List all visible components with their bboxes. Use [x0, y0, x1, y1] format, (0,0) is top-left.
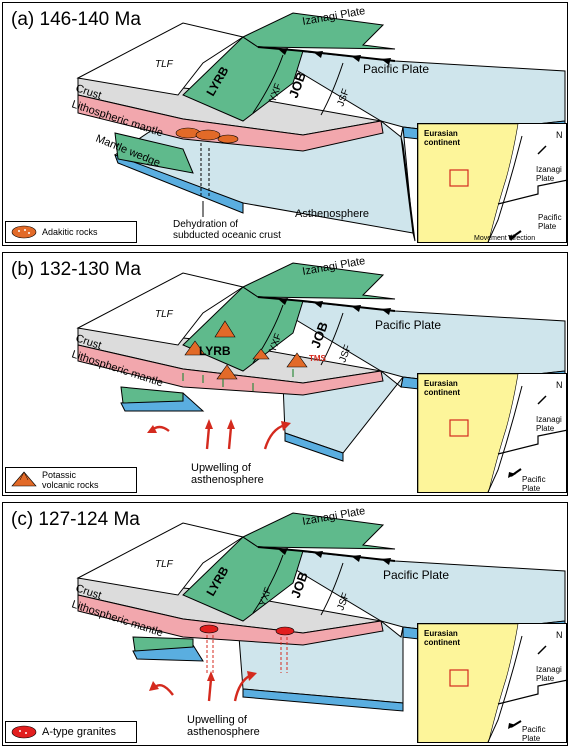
label-lyrb: LYRB — [199, 344, 231, 358]
adakitic-rocks-icon — [11, 225, 37, 239]
annotation-upwelling-c: Upwelling of asthenosphere — [187, 714, 260, 738]
label-pacific: Pacific Plate — [383, 568, 449, 582]
panel-c-title: (c) 127-124 Ma — [11, 509, 140, 530]
annotation-dehydration: Dehydration of subducted oceanic crust — [173, 219, 281, 241]
annotation-upwelling-b: Upwelling of asthenosphere — [191, 462, 264, 486]
a-type-granites-icon — [11, 725, 37, 739]
legend-c: A-type granites — [5, 721, 137, 743]
inset-c-continent-line: continent — [424, 638, 460, 647]
inset-a-izanagi-line: Plate — [536, 174, 555, 183]
legend-b: Potassic volcanic rocks — [5, 467, 137, 493]
inset-b-continent-line: continent — [424, 388, 460, 397]
annotation-upwelling-b-line: asthenosphere — [191, 474, 264, 486]
inset-a-movement: Movement direction — [474, 235, 535, 242]
inset-a-pacific-line: Plate — [538, 222, 557, 231]
legend-c-label: A-type granites — [42, 726, 116, 738]
annotation-upwelling-c-line: asthenosphere — [187, 726, 260, 738]
panel-b-title: (b) 132-130 Ma — [11, 259, 141, 280]
inset-c-izanagi-line: Plate — [536, 674, 555, 683]
inset-c-pacific-line: Plate — [522, 734, 541, 743]
annotation-dehydration-line: subducted oceanic crust — [173, 230, 281, 241]
inset-c-north: N — [556, 630, 563, 640]
label-tlf: TLF — [155, 309, 174, 320]
inset-b-north: N — [556, 380, 563, 390]
label-tlf: TLF — [155, 559, 174, 570]
panel-b: TLF LYRB YXF JOB JSF Izanagi Plate Pacif… — [2, 252, 568, 496]
potassic-volcanic-icon — [11, 471, 37, 487]
label-asthenosphere: Asthenosphere — [295, 208, 369, 220]
panel-a-diagram: TLF LYRB YXF JOB JSF Izanagi Plate Pacif… — [70, 5, 566, 242]
inset-b-izanagi-line: Plate — [536, 424, 555, 433]
panel-c: TLF LYRB YXF JOB JSF Izanagi Plate Pacif… — [2, 502, 568, 746]
label-tms: TMS — [309, 354, 327, 363]
inset-a-north: N — [556, 130, 563, 140]
label-pacific: Pacific Plate — [363, 62, 429, 76]
legend-a: Adakitic rocks — [5, 221, 137, 243]
label-pacific: Pacific Plate — [375, 318, 441, 332]
inset-b-pacific-line: Plate — [522, 484, 541, 493]
panel-a-title: (a) 146-140 Ma — [11, 9, 141, 30]
legend-a-label: Adakitic rocks — [42, 227, 98, 237]
legend-b-label: Potassic volcanic rocks — [42, 470, 99, 490]
label-tlf: TLF — [155, 59, 174, 70]
panel-a: TLF LYRB YXF JOB JSF Izanagi Plate Pacif… — [2, 2, 568, 246]
inset-a-continent-line: continent — [424, 138, 460, 147]
